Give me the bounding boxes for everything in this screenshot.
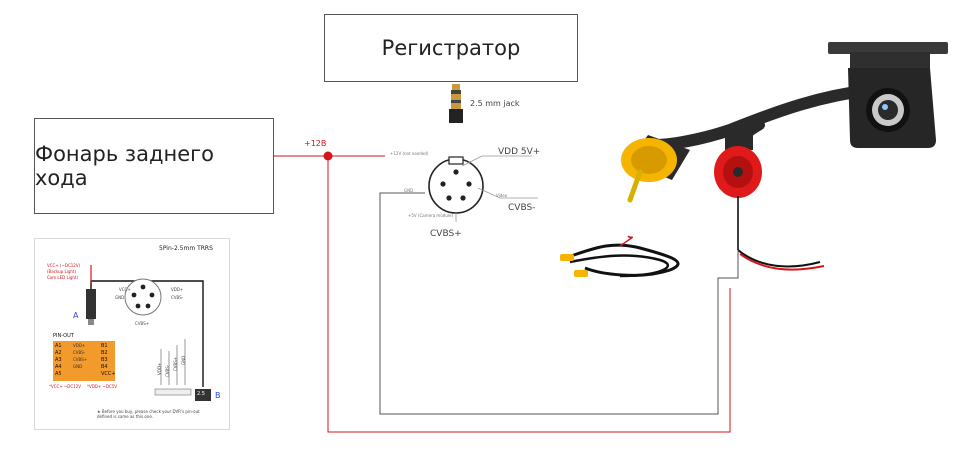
jack-label: 2.5 mm jack	[470, 99, 520, 108]
vdd-label: VDD 5V+	[498, 147, 541, 157]
leader-vdd	[461, 155, 532, 167]
inset-cvbs-plus: CVBS+	[135, 321, 150, 326]
inset-plug-size: 2.5	[197, 391, 205, 397]
jack-plug-icon	[449, 84, 463, 123]
plus12-junction-dot	[323, 151, 333, 161]
inset-vcc-plus: VCC+	[119, 287, 131, 292]
inset-plug-b-icon	[195, 389, 211, 401]
inset-vdd-plus: VDD+	[171, 287, 184, 292]
inset-plug-a-icon	[86, 289, 96, 319]
rca-red-plug-icon	[714, 132, 762, 198]
registrator-label: Регистратор	[381, 36, 521, 60]
inset-pinout-label: PIN-OUT	[53, 333, 74, 339]
leader-cvbs-minus	[477, 187, 538, 199]
inset-vcc-note: VCC+ (~DC12V)	[47, 263, 81, 268]
tiny-bottom-label: +5V (Camera module)	[408, 213, 453, 218]
inset-pinout-table	[53, 341, 115, 381]
inset-gnd: GND	[115, 295, 125, 300]
tiny-cvbs-label: Video	[496, 193, 508, 198]
inset-vert-label: CVBS-	[165, 364, 170, 377]
cvbs-minus-label: CVBS-	[508, 203, 536, 213]
inset-cam-note: Cam LED Light)	[47, 275, 79, 280]
red-wire-loop	[327, 156, 731, 433]
inset-foot-right: *VDD+ ~DC5V	[87, 384, 118, 389]
camera-cable	[649, 84, 876, 151]
backup-camera-icon	[828, 42, 948, 148]
tiny-gnd-label: GND	[404, 188, 414, 193]
inset-marker-a: A	[73, 311, 79, 320]
registrator-box: Регистратор	[324, 14, 578, 82]
plus12-label: +12В	[304, 139, 327, 148]
inset-vert-label: CVBS+	[173, 356, 178, 371]
five-pin-connector-icon	[428, 156, 484, 214]
inset-vert-label: VDD+	[157, 362, 162, 375]
tiny-vdd-label: +12V (not needed)	[390, 151, 429, 156]
inset-connector-icon	[124, 278, 162, 316]
inset-drawing	[41, 262, 211, 401]
reverse-light-box: Фонарь заднего хода	[34, 118, 274, 214]
black-wire-loop	[379, 192, 739, 415]
extension-cable-icon	[560, 235, 680, 278]
inset-vert-label: GND	[181, 355, 186, 365]
rca-yellow-plug-icon	[621, 135, 690, 203]
power-lead-black	[737, 249, 821, 268]
inset-marker-b: B	[215, 391, 221, 400]
reverse-light-label: Фонарь заднего хода	[35, 142, 214, 190]
pinout-inset: 5Pin-2.5mm TRRS VCC+ (~DC12V) (Backup Li…	[34, 238, 230, 430]
inset-note: ★ Before you buy, please check your DVR'…	[97, 409, 200, 419]
inset-backup-note: (Backup Light)	[47, 269, 77, 274]
inset-foot-left: *VCC+ ~DC12V	[49, 384, 81, 389]
cvbs-plus-label: CVBS+	[430, 229, 462, 239]
inset-title: 5Pin-2.5mm TRRS	[159, 245, 213, 252]
inset-cvbs-minus: CVBS-	[171, 295, 184, 300]
power-lead-red	[739, 253, 825, 271]
